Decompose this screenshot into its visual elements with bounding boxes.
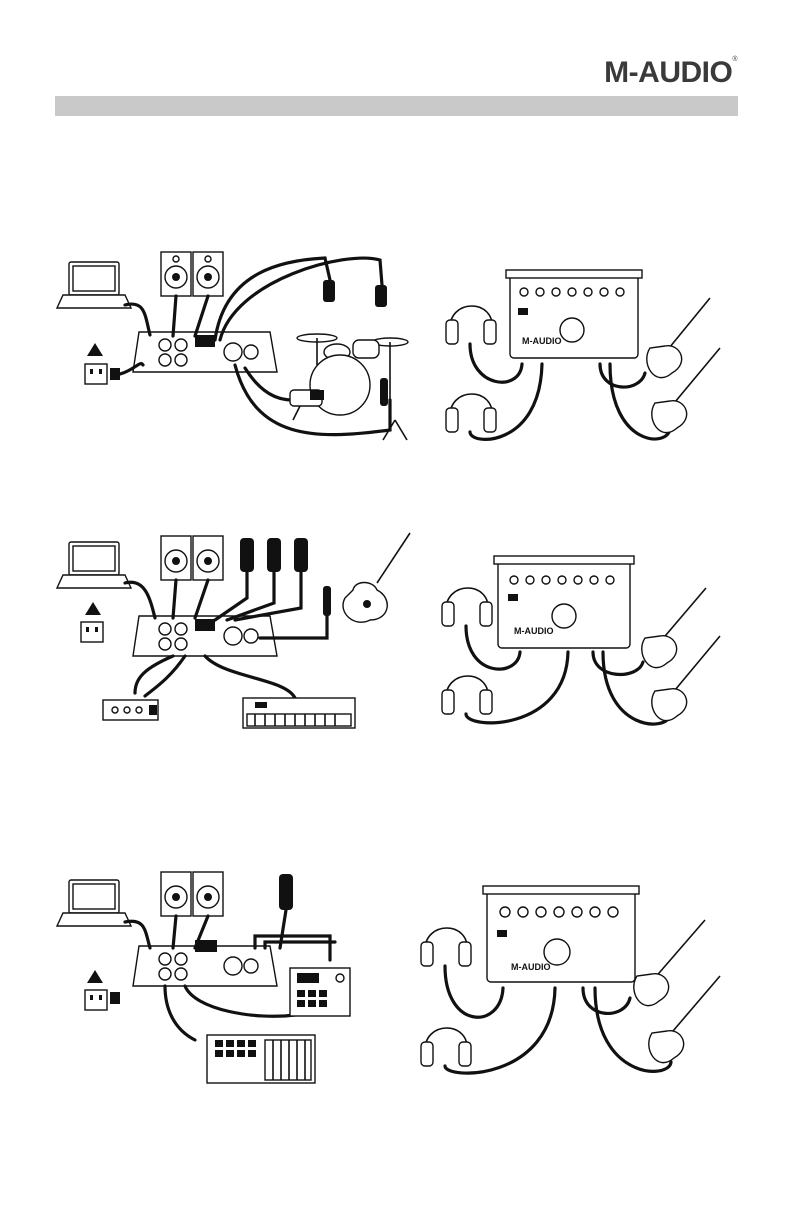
laptop-icon: [57, 262, 131, 308]
trademark-mark: ®: [732, 56, 737, 63]
diagram-drums-setup: [55, 240, 415, 450]
diagram-beatmaker-setup: [55, 860, 415, 1085]
power-outlet-icon: [85, 364, 120, 384]
headphones-top-icon: [446, 306, 496, 344]
keyboard-synth-icon: [243, 698, 355, 728]
diagram-headphones-guitars-1: M-AUDIO: [440, 268, 730, 458]
studio-monitor-right-icon: [193, 536, 223, 580]
audio-interface-icon: M-AUDIO: [506, 270, 642, 358]
brand-logo-text: M-AUDIO: [604, 56, 732, 89]
diagram-headphones-guitars-3: M-AUDIO: [415, 880, 730, 1085]
audio-interface-icon: M-AUDIO: [494, 556, 634, 648]
microphone-icon: [279, 874, 293, 910]
electric-guitar-icon: [647, 298, 710, 378]
mixer-icon: [133, 332, 277, 372]
diagram-vocals-keys-setup: [55, 528, 415, 738]
warning-icon: [87, 343, 103, 356]
electric-guitar-icon: [634, 920, 705, 1006]
microphone-2-icon: [267, 538, 281, 572]
power-outlet-icon: [85, 990, 120, 1010]
interface-label: M-AUDIO: [514, 626, 554, 636]
studio-monitor-right-icon: [193, 872, 223, 916]
headphones-top-icon: [442, 588, 492, 626]
brand-logo: M-AUDIO®: [604, 56, 737, 90]
headphones-bottom-icon: [421, 1028, 471, 1066]
diagram-headphones-guitars-2: M-AUDIO: [438, 550, 728, 740]
audio-interface-icon: M-AUDIO: [483, 886, 639, 982]
mixer-icon: [133, 616, 277, 656]
acoustic-guitar-icon: [343, 533, 410, 622]
studio-monitor-right-icon: [193, 252, 223, 296]
rack-unit-icon: [103, 700, 158, 720]
headphones-bottom-icon: [442, 676, 492, 714]
drum-machine-icon: [290, 968, 350, 1016]
overhead-microphone-right-icon: [375, 285, 387, 307]
warning-icon: [85, 602, 101, 615]
laptop-icon: [57, 542, 131, 588]
studio-monitor-left-icon: [161, 536, 191, 580]
microphone-1-icon: [240, 538, 254, 572]
microphone-3-icon: [294, 538, 308, 572]
snare-microphone-icon: [380, 378, 388, 406]
midi-keyboard-icon: [207, 1035, 315, 1083]
studio-monitor-left-icon: [161, 252, 191, 296]
electric-guitar-icon: [642, 588, 706, 668]
kick-microphone-icon: [310, 390, 324, 400]
interface-label: M-AUDIO: [522, 336, 562, 346]
interface-label: M-AUDIO: [511, 962, 551, 972]
power-outlet-icon: [81, 622, 103, 642]
section-header-bar: [55, 96, 738, 116]
studio-monitor-left-icon: [161, 872, 191, 916]
headphones-bottom-icon: [446, 394, 496, 432]
overhead-microphone-left-icon: [323, 280, 335, 302]
laptop-icon: [57, 880, 131, 926]
warning-icon: [87, 970, 103, 983]
microphone-4-icon: [323, 586, 331, 616]
headphones-top-icon: [421, 928, 471, 966]
